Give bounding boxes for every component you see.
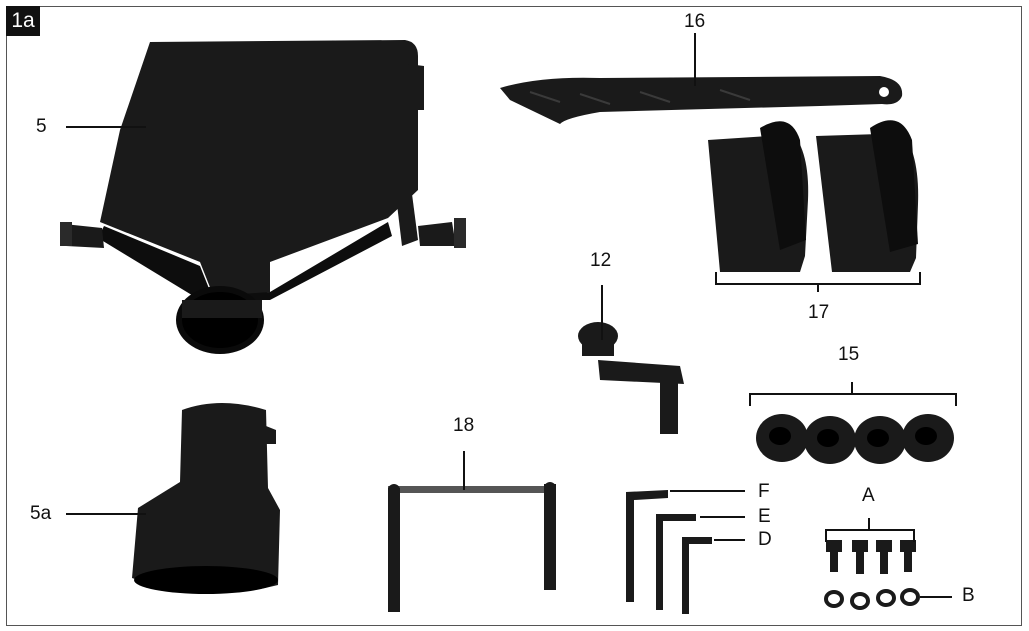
label-15: 15 bbox=[838, 344, 860, 365]
label-5: 5 bbox=[36, 116, 47, 137]
label-D: D bbox=[758, 529, 772, 550]
part-16-guide-bar bbox=[500, 76, 903, 124]
label-A: A bbox=[862, 485, 875, 506]
label-16: 16 bbox=[684, 11, 706, 32]
figure-frame bbox=[6, 6, 1022, 626]
allen-keys bbox=[626, 490, 712, 614]
part-12-crank-lever bbox=[578, 322, 684, 434]
figure-tag: 1a bbox=[6, 6, 40, 36]
part-17-clamp-right bbox=[816, 120, 919, 272]
part-A-bolts bbox=[826, 540, 916, 574]
label-E: E bbox=[758, 506, 771, 527]
leader-lines bbox=[66, 33, 957, 598]
part-15-rubber-feet bbox=[756, 414, 954, 464]
part-17-clamp-left bbox=[708, 121, 809, 272]
part-B-washers bbox=[824, 588, 920, 610]
label-F: F bbox=[758, 481, 770, 502]
label-5a: 5a bbox=[30, 503, 52, 524]
label-18: 18 bbox=[453, 415, 475, 436]
part-5-dust-hood bbox=[60, 40, 466, 354]
label-17: 17 bbox=[808, 302, 830, 323]
label-12: 12 bbox=[590, 250, 612, 271]
part-18-u-frame bbox=[388, 482, 556, 612]
part-5a-reducer-adapter bbox=[132, 403, 280, 594]
label-B: B bbox=[962, 585, 975, 606]
